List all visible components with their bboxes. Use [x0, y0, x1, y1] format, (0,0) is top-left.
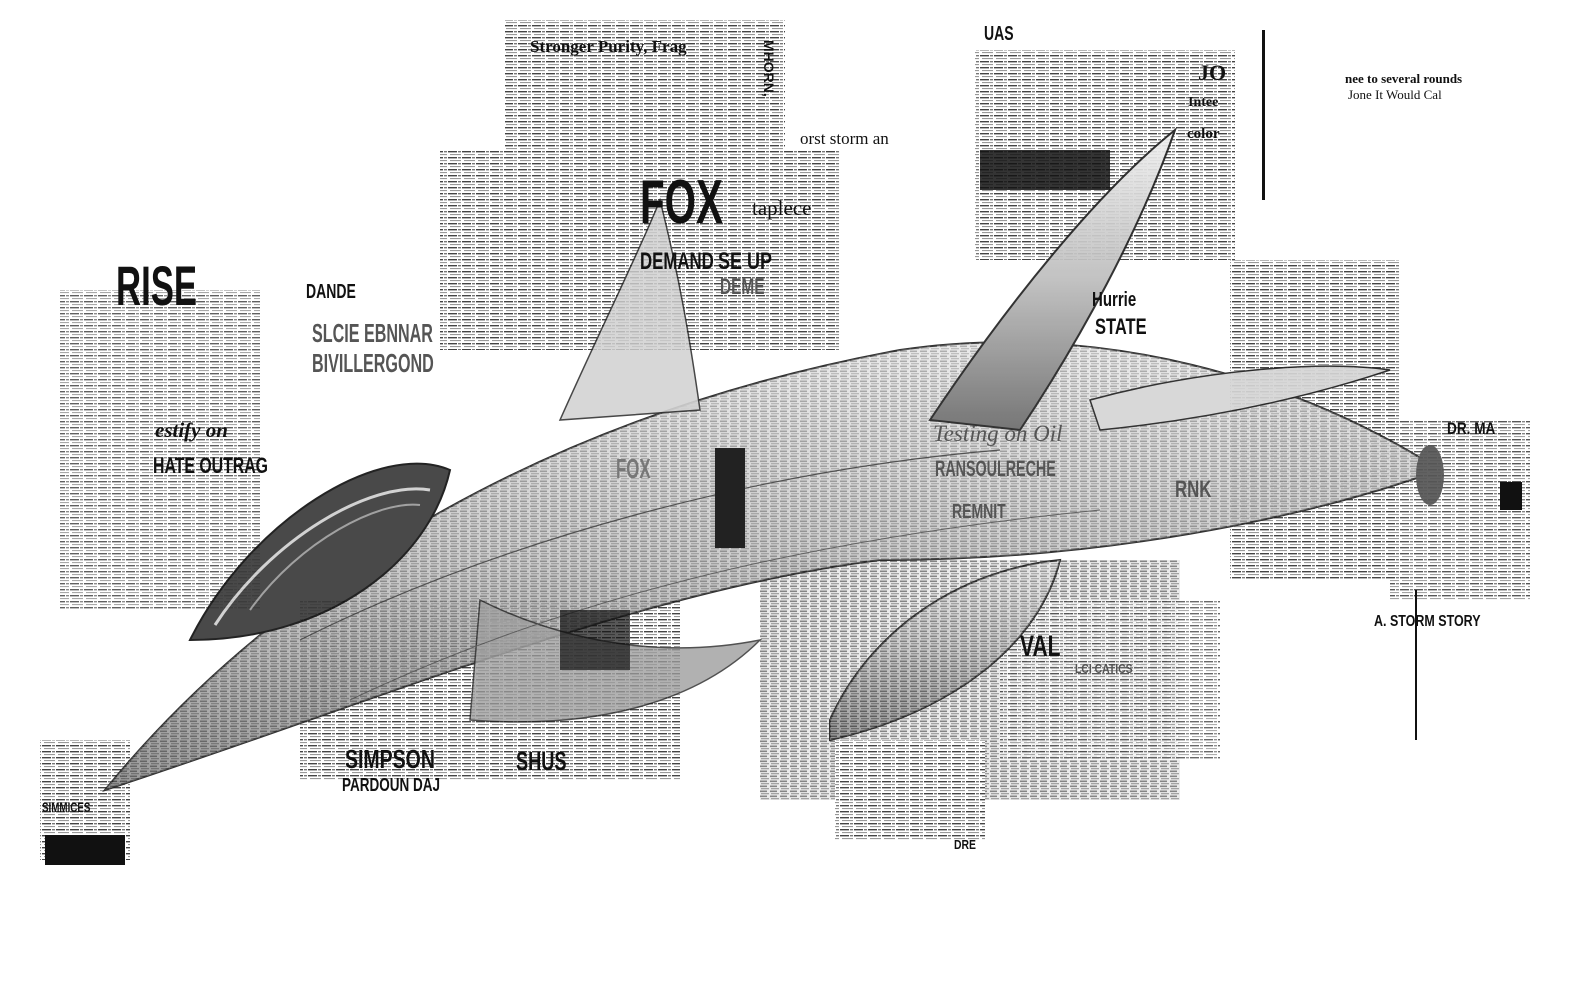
text-testing-on-oil: Testing on Oil	[933, 421, 1063, 446]
text-several-rounds: nee to several rounds	[1345, 71, 1463, 86]
headline-rinne: RANSOULRECHE	[935, 456, 1056, 481]
column-rule	[1415, 590, 1417, 740]
headline-mhorn: MHORN,	[761, 40, 777, 97]
text-worst-storm: orst storm an	[800, 129, 889, 148]
headline-dande: DANDE	[306, 281, 356, 303]
headline-deme: DEME	[720, 274, 765, 299]
text-intec: Intee	[1188, 95, 1219, 110]
text-done-it-would: Jone It Would Cal	[1348, 87, 1442, 102]
headline-dr-ma: DR. MA	[1447, 419, 1496, 438]
headline-pardoun: PARDOUN DAJ	[342, 775, 441, 795]
headline-remnit: REMNIT	[952, 501, 1006, 523]
headline-hurrie: Hurrie	[1092, 289, 1137, 311]
text-testify: estify on	[155, 418, 228, 442]
headline-fox-remnant: FOX	[616, 453, 651, 484]
headline-vali: VAL	[1020, 630, 1061, 663]
headline-stronger-purity: Stronger Purity, Frag	[530, 37, 687, 56]
headline-shus: SHUS	[516, 746, 567, 776]
headline-slic-ebnnar: SLCIE EBNNAR	[312, 318, 433, 348]
headline-demand: DEMAND	[640, 248, 714, 275]
ink-blocks	[45, 150, 1522, 865]
headline-a-storm-story: A. STORM STORY	[1374, 613, 1481, 630]
text-staplece: taplece	[752, 196, 812, 220]
headline-jo: JO	[1198, 60, 1227, 85]
headline-rnk: RNK	[1175, 476, 1212, 503]
headline-lcatics: LCI CATICS	[1075, 661, 1133, 676]
headline-uas: UAS	[984, 23, 1014, 45]
headline-state: STATE	[1095, 314, 1147, 339]
headline-rise: RISE	[116, 254, 198, 317]
headline-biville: BIVILLERGOND	[312, 348, 434, 378]
headline-se-up: SE UP	[718, 248, 773, 275]
headline-dre: DRE	[954, 837, 976, 852]
headline-fox: FOX	[640, 168, 723, 237]
fighter-jet	[102, 127, 1444, 793]
column-rule	[1262, 30, 1265, 200]
text-color: color	[1187, 126, 1220, 142]
headline-hate-outrage: HATE OUTRAG	[153, 453, 268, 478]
headline-simmiges: SIMMICES	[42, 799, 91, 815]
headline-simpson: SIMPSON	[345, 744, 435, 774]
